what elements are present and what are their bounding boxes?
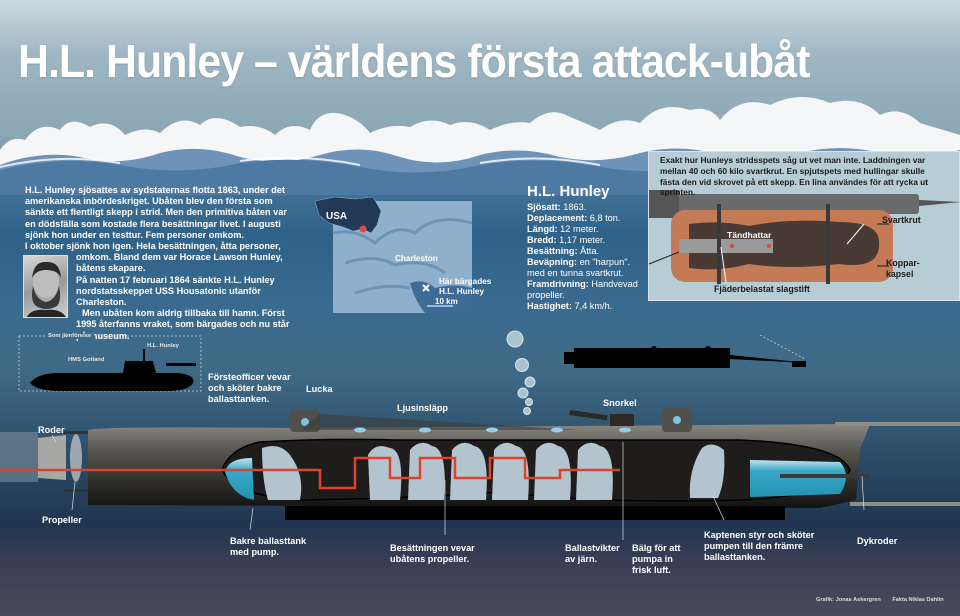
rudder bbox=[38, 435, 66, 480]
fact-value: 7,4 km/h. bbox=[571, 301, 613, 311]
facts-box: H.L. Hunley Sjösatt: 1863.Deplacement: 6… bbox=[527, 183, 649, 312]
hms-gotland-silhouette bbox=[30, 349, 194, 391]
snorkel bbox=[569, 410, 608, 421]
callout-bellows: Bälg för att pumpa in frisk luft. bbox=[632, 543, 681, 575]
callout-propeller: Propeller bbox=[42, 515, 82, 525]
fact-key: Deplacement: bbox=[527, 213, 588, 223]
callout-skylight: Ljusinsläpp bbox=[397, 403, 449, 413]
fact-row: Hastighet: 7,4 km/h. bbox=[527, 301, 649, 312]
intro-text: H.L. Hunley sjösattes av sydstaternas fl… bbox=[25, 185, 297, 342]
facts-heading: H.L. Hunley bbox=[527, 183, 610, 200]
fact-key: Bredd: bbox=[527, 235, 557, 245]
callout-rear-ballast: Bakre ballasttank med pump. bbox=[230, 536, 307, 557]
warhead-description: Exakt hur Hunleys stridsspets såg ut vet… bbox=[660, 155, 929, 198]
air-bubbles bbox=[506, 330, 536, 415]
comparison-heading: Som jämförelse bbox=[45, 333, 95, 339]
label-firing-pin: Fjäderbelastat slagstift bbox=[714, 284, 810, 294]
callout-ballast-weights: Ballastvikter av järn. bbox=[565, 543, 620, 564]
fact-value: 1,17 meter. bbox=[556, 235, 606, 245]
callout-snorkel: Snorkel bbox=[603, 398, 637, 408]
label-copper-capsule: Koppar- kapsel bbox=[886, 258, 920, 279]
callout-dive-planes: Dykroder bbox=[857, 536, 898, 546]
credit-graphics: Grafik: Jonas Askergren bbox=[816, 597, 881, 603]
charleston-marker-icon bbox=[359, 225, 367, 233]
callout-rudder: Roder bbox=[38, 425, 65, 435]
fact-key: Framdrivning: bbox=[527, 279, 589, 289]
callout-crew: Besättningen vevar ubåtens propeller. bbox=[390, 543, 475, 564]
fact-row: Framdrivning: Handvevad propeller. bbox=[527, 279, 649, 301]
fact-key: Sjösatt: bbox=[527, 202, 561, 212]
ballast-keel bbox=[285, 506, 785, 520]
fact-value: 12 meter. bbox=[557, 224, 599, 234]
location-map: USA Charleston Här bärgades H.L. Hunley … bbox=[314, 193, 491, 313]
fact-value: Åtta. bbox=[577, 246, 599, 256]
intro-paragraph-3: På natten 17 februari 1864 sänkte H.L. H… bbox=[76, 274, 275, 308]
credit-facts: Fakta Niklas Dahlin bbox=[892, 597, 944, 603]
fact-value: 1863. bbox=[560, 202, 587, 212]
fact-value: 6,8 ton. bbox=[587, 213, 621, 223]
fact-row: Beväpning: en "harpun". med en tunna sva… bbox=[527, 257, 649, 279]
fact-row: Besättning: Åtta. bbox=[527, 246, 649, 257]
credits: Grafik: Jonas Askergren Fakta Niklas Dah… bbox=[816, 597, 954, 603]
intro-paragraph-2a: I oktober sjönk hon igen. Hela besättnin… bbox=[25, 241, 281, 252]
map-label-salvage: Här bärgades H.L. Hunley bbox=[439, 277, 492, 296]
intro-paragraph-1: H.L. Hunley sjösattes av sydstaternas fl… bbox=[25, 185, 287, 240]
label-detonators: Tändhattar bbox=[727, 230, 772, 240]
page-title: H.L. Hunley – världens första attack-ubå… bbox=[18, 35, 810, 87]
fact-key: Beväpning: bbox=[527, 257, 578, 267]
callout-first-officer: Försteofficer vevar och sköter bakre bal… bbox=[208, 372, 291, 404]
comparison-box bbox=[18, 335, 202, 392]
fact-row: Bredd: 1,17 meter. bbox=[527, 235, 649, 246]
fact-row: Deplacement: 6,8 ton. bbox=[527, 213, 649, 224]
fact-key: Längd: bbox=[527, 224, 558, 234]
map-label-charleston: Charleston bbox=[395, 254, 438, 263]
rear-ballast-water bbox=[225, 458, 254, 500]
warhead-inset bbox=[648, 151, 960, 301]
crank-shaft bbox=[0, 456, 620, 490]
map-scale-label: 10 km bbox=[435, 297, 458, 306]
fact-key: Hastighet: bbox=[527, 301, 572, 311]
intro-paragraph-4: Men ubåten kom aldrig tillbaka till hamn… bbox=[76, 308, 290, 341]
propeller bbox=[70, 434, 82, 482]
fact-value: Handvevad propeller. bbox=[527, 279, 638, 300]
usa-silhouette bbox=[314, 196, 382, 234]
callout-captain: Kaptenen styr och sköter pumpen till den… bbox=[704, 530, 815, 562]
fact-row: Sjösatt: 1863. bbox=[527, 202, 649, 213]
label-hunley-comparison: H.L. Hunley bbox=[147, 343, 179, 349]
hunley-scale-silhouette bbox=[166, 363, 196, 366]
submarine-cutaway bbox=[0, 408, 960, 540]
fact-value: en "harpun". med en tunna svartkrut. bbox=[527, 257, 631, 278]
fact-row: Längd: 12 meter. bbox=[527, 224, 649, 235]
label-hms-gotland: HMS Gotland bbox=[68, 357, 105, 363]
salvage-site-x-icon bbox=[422, 284, 430, 292]
wake bbox=[0, 432, 38, 482]
portrait-photo bbox=[23, 255, 68, 318]
intro-paragraph-2b: omkom. Bland dem var Horace Lawson Hunle… bbox=[76, 252, 283, 274]
crew-silhouettes bbox=[262, 442, 725, 500]
callout-hatch: Lucka bbox=[306, 384, 333, 394]
skylights bbox=[354, 427, 631, 433]
map-label-usa: USA bbox=[326, 211, 348, 222]
front-ballast-water bbox=[750, 460, 846, 497]
fact-key: Besättning: bbox=[527, 246, 578, 256]
hunley-silhouette-with-spar bbox=[564, 334, 808, 368]
label-blackpowder: Svartkrut bbox=[882, 215, 921, 225]
forward-spar bbox=[835, 422, 960, 426]
